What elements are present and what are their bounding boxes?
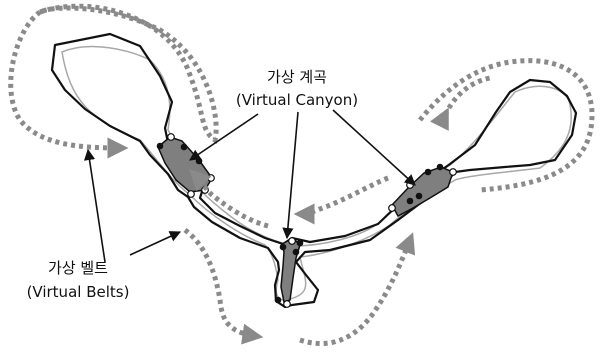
track-outline [50, 32, 578, 309]
virtual-canyon-korean-label: 가상 계곡 [267, 68, 327, 86]
canyon-region-right [391, 166, 454, 218]
reference-track-line [61, 45, 572, 301]
canyon-pointer-right [332, 109, 416, 186]
belt-right-inner [429, 75, 491, 131]
belt-right-loop [418, 58, 595, 193]
belt-left-lower-middle [189, 169, 269, 229]
virtual-canyon-english-label: (Virtual Canyon) [236, 91, 358, 109]
belt-middle-right [293, 175, 389, 225]
virtual-belts [8, 3, 595, 346]
belt-left-lower [183, 228, 264, 345]
belt-left-loop [38, 3, 219, 145]
canyon-pointer-left [189, 113, 259, 161]
canyon-vertex-points [156, 133, 457, 308]
belt-bottom-middle [299, 232, 416, 346]
virtual-belts-english-label: (Virtual Belts) [27, 283, 130, 301]
belts-pointer-upper [83, 148, 106, 263]
label-pointers [83, 109, 416, 263]
canyon-pointer-middle [282, 111, 299, 240]
belts-pointer-lower [129, 231, 182, 256]
virtual-belts-korean-label: 가상 벨트 [48, 259, 108, 277]
belt-top-left [8, 9, 129, 159]
